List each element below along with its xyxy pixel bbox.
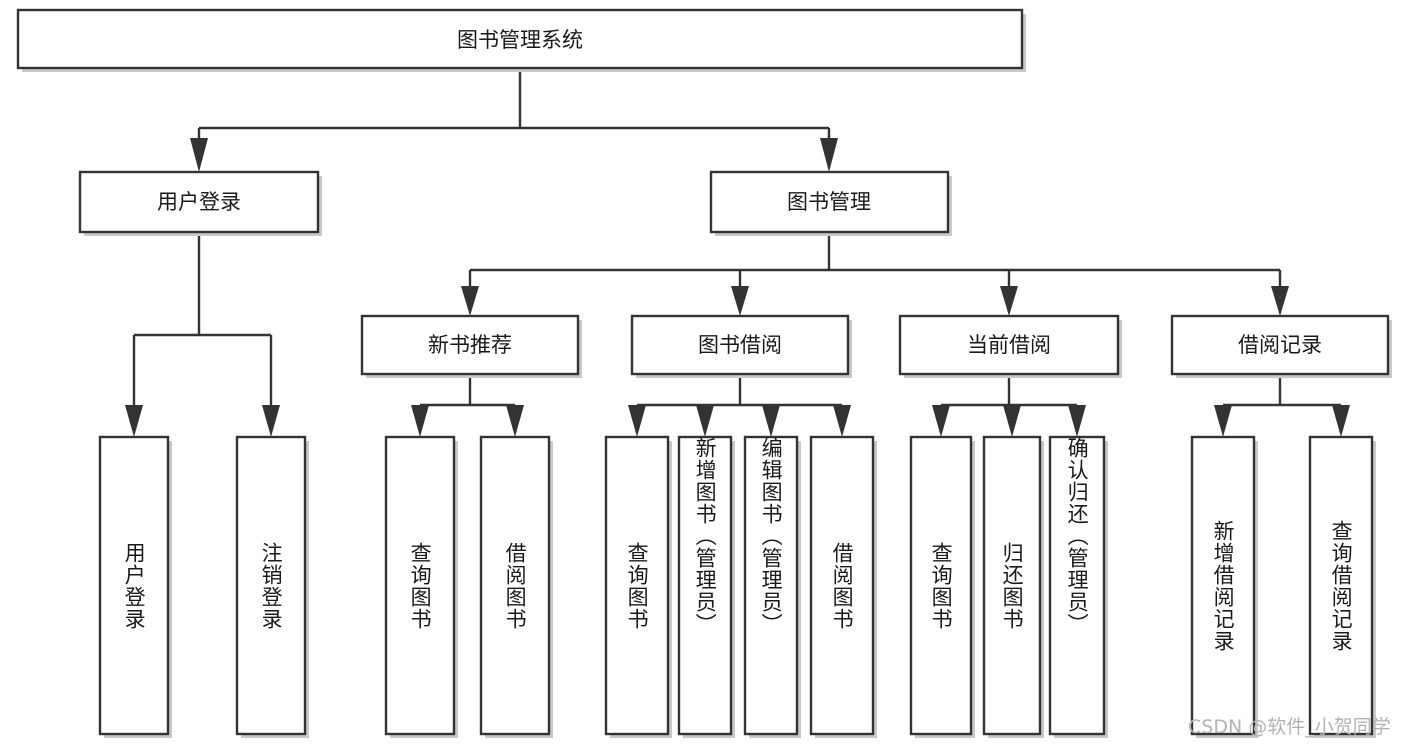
cb-confirm-return-node-label: 确认归还（管理员） bbox=[1065, 437, 1090, 635]
cb-confirm-return-node-box[interactable] bbox=[1048, 435, 1106, 736]
arrow-bm-to-current-borrow-icon bbox=[1000, 286, 1018, 316]
arrow-bm-to-book-borrow-icon bbox=[731, 286, 749, 316]
nbr-borrow-book-node-box[interactable] bbox=[479, 435, 551, 736]
arrow-root-to-book-manage-icon bbox=[820, 138, 838, 172]
arrow-bm-to-borrow-record-icon bbox=[1271, 286, 1289, 316]
arrow-bb-to-edit-book-icon bbox=[762, 405, 780, 437]
nbr-borrow-book-node-label: 借阅图书 bbox=[503, 541, 528, 630]
book-borrow-node-box[interactable] bbox=[630, 314, 850, 376]
bb-borrow-book-node-box[interactable] bbox=[809, 435, 875, 736]
arrow-bb-to-query-book-icon bbox=[628, 405, 646, 437]
root-node-label: 图书管理系统 bbox=[457, 28, 583, 52]
arrow-nbr-to-query-book-icon bbox=[411, 405, 429, 437]
root-node-box[interactable] bbox=[16, 8, 1024, 70]
new-book-recommend-node-box[interactable] bbox=[360, 314, 580, 376]
nbr-query-book-label-wrap: 查询图书 bbox=[386, 437, 454, 734]
book-manage-node-box[interactable] bbox=[709, 170, 950, 234]
arrow-bb-to-add-book-icon bbox=[696, 405, 714, 437]
cb-return-book-label-wrap: 归还图书 bbox=[984, 437, 1040, 734]
node-layer: 图书管理系统 用户登录 图书管理 新书推荐 图书借阅 当前借阅 bbox=[16, 8, 1392, 738]
br-query-record-node-box[interactable] bbox=[1308, 435, 1374, 736]
br-query-record-label-wrap: 查询借阅记录 bbox=[1310, 437, 1372, 734]
bb-query-book-label-wrap: 查询图书 bbox=[606, 437, 668, 734]
arrow-ul-to-user-login-do-icon bbox=[125, 405, 143, 437]
connector-layer bbox=[125, 68, 1350, 437]
arrow-root-to-user-login-icon bbox=[190, 138, 208, 172]
cb-confirm-return-label-wrap: 确认归还（管理员） bbox=[1050, 437, 1104, 734]
borrow-record-node-box[interactable] bbox=[1170, 314, 1390, 376]
br-add-record-label-wrap: 新增借阅记录 bbox=[1192, 437, 1254, 734]
user-login-node-box[interactable] bbox=[78, 170, 320, 234]
br-query-record-node-label: 查询借阅记录 bbox=[1329, 519, 1354, 652]
cb-query-book-label-wrap: 查询图书 bbox=[911, 437, 971, 734]
arrow-cb-to-query-book-icon bbox=[932, 405, 950, 437]
user-login-node-label: 用户登录 bbox=[157, 190, 241, 214]
current-borrow-node-box[interactable] bbox=[898, 314, 1120, 376]
user-login-do-node-label: 用户登录 bbox=[122, 541, 147, 630]
br-add-record-node-label: 新增借阅记录 bbox=[1211, 519, 1236, 652]
user-logout-node-box[interactable] bbox=[235, 435, 307, 736]
br-add-record-node-box[interactable] bbox=[1190, 435, 1256, 736]
user-login-do-label-wrap: 用户登录 bbox=[100, 437, 168, 734]
bb-query-book-node-box[interactable] bbox=[604, 435, 670, 736]
bb-borrow-book-node-label: 借阅图书 bbox=[830, 541, 855, 630]
bb-edit-book-label-wrap: 编辑图书（管理员） bbox=[745, 437, 797, 734]
user-logout-node-label: 注销登录 bbox=[259, 541, 284, 630]
new-book-recommend-node-label: 新书推荐 bbox=[428, 333, 512, 357]
book-manage-node-label: 图书管理 bbox=[787, 190, 871, 214]
arrow-cb-to-confirm-return-icon bbox=[1068, 405, 1086, 437]
arrow-bb-to-borrow-book-icon bbox=[833, 405, 851, 437]
bb-add-book-label-wrap: 新增图书（管理员） bbox=[679, 437, 731, 734]
cb-query-book-node-label: 查询图书 bbox=[929, 541, 954, 630]
arrow-br-to-query-record-icon bbox=[1332, 405, 1350, 437]
arrow-bm-to-new-book-recommend-icon bbox=[461, 286, 479, 316]
bb-borrow-book-label-wrap: 借阅图书 bbox=[811, 437, 873, 734]
cb-return-book-node-box[interactable] bbox=[982, 435, 1042, 736]
arrow-br-to-add-record-icon bbox=[1214, 405, 1232, 437]
user-login-do-node-box[interactable] bbox=[98, 435, 170, 736]
borrow-record-node-label: 借阅记录 bbox=[1238, 333, 1322, 357]
book-borrow-node-label: 图书借阅 bbox=[698, 333, 782, 357]
bb-query-book-node-label: 查询图书 bbox=[625, 541, 650, 630]
bb-add-book-node-box[interactable] bbox=[677, 435, 733, 736]
bb-edit-book-node-label: 编辑图书（管理员） bbox=[759, 437, 784, 635]
arrow-nbr-to-borrow-book-icon bbox=[506, 405, 524, 437]
csdn-watermark: CSDN @软件_小贺同学 bbox=[1188, 716, 1391, 738]
bb-add-book-node-label: 新增图书（管理员） bbox=[693, 437, 718, 635]
user-logout-label-wrap: 注销登录 bbox=[237, 437, 305, 734]
bb-edit-book-node-box[interactable] bbox=[743, 435, 799, 736]
nbr-query-book-node-box[interactable] bbox=[384, 435, 456, 736]
nbr-query-book-node-label: 查询图书 bbox=[408, 541, 433, 630]
cb-return-book-node-label: 归还图书 bbox=[1000, 541, 1025, 630]
cb-query-book-node-box[interactable] bbox=[909, 435, 973, 736]
nbr-borrow-book-label-wrap: 借阅图书 bbox=[481, 437, 549, 734]
current-borrow-node-label: 当前借阅 bbox=[967, 333, 1051, 357]
arrow-ul-to-user-logout-icon bbox=[262, 405, 280, 437]
arrow-cb-to-return-book-icon bbox=[1003, 405, 1021, 437]
